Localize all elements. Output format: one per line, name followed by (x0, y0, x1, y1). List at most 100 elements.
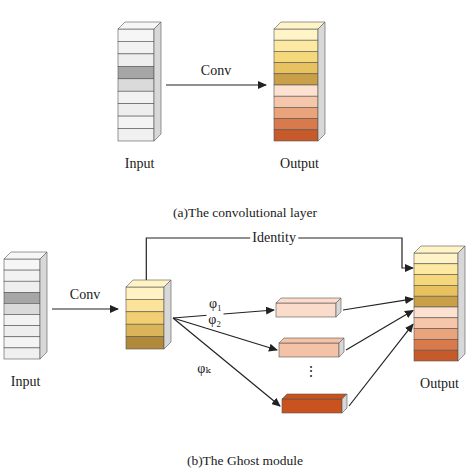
feature-slice (274, 51, 318, 62)
stack-side-face (458, 246, 465, 361)
stack-side-face (342, 394, 347, 413)
connector-arrow (52, 308, 118, 309)
feature-slice (126, 324, 164, 336)
stack-label: Input (125, 156, 155, 171)
stack-top-face (276, 298, 341, 303)
feature-slice (414, 307, 458, 318)
feature-slice (4, 259, 40, 270)
stack-label: Output (420, 376, 459, 391)
label-holder: Output (374, 374, 474, 392)
operation-label: Identity (250, 230, 298, 246)
connector-arrow (173, 318, 277, 350)
stack-side-face (164, 280, 171, 349)
feature-slice (126, 287, 164, 299)
feature-slice (4, 281, 40, 292)
feature-slice (118, 129, 154, 141)
feature-slice (414, 264, 458, 275)
output-feature-stack: Output (274, 22, 325, 172)
stack-side-face (339, 338, 344, 357)
feature-slice (274, 130, 318, 141)
stack-top-face (279, 338, 344, 343)
feature-slice (126, 299, 164, 311)
stack-top-face (274, 22, 325, 29)
connector-arrow (166, 84, 266, 85)
feature-slice (414, 339, 458, 350)
feature-slice (118, 29, 154, 41)
feature-slice (274, 29, 318, 40)
feature-slice (414, 253, 458, 264)
connector-arrow (346, 310, 413, 350)
feature-slice (118, 116, 154, 128)
feature-slice (118, 79, 154, 91)
feature-slice (274, 40, 318, 51)
feature-slice (4, 326, 40, 337)
feature-stack-drawing (274, 22, 325, 141)
feature-slice (414, 318, 458, 329)
feature-slice (4, 303, 40, 314)
ghost-feature-map (279, 338, 344, 357)
feature-slice (4, 270, 40, 281)
stack-top-face (126, 280, 171, 287)
feature-slice (126, 337, 164, 349)
feature-stack-drawing (126, 280, 171, 349)
feature-slice (126, 312, 164, 324)
stack-side-face (154, 22, 161, 141)
connector-arrow (349, 324, 413, 406)
feature-slice (118, 66, 154, 78)
feature-slice (274, 85, 318, 96)
feature-slice (274, 107, 318, 118)
stack-label: Input (11, 374, 41, 389)
feature-slice (279, 343, 339, 357)
feature-slice (118, 104, 154, 116)
feature-stack-drawing (4, 252, 47, 359)
feature-slice (274, 119, 318, 130)
output-feature-stack: Output (414, 246, 465, 392)
caption: (a)The convolutional layer (173, 205, 317, 221)
feature-slice (414, 275, 458, 286)
label-holder: Output (234, 154, 365, 172)
feature-slice (274, 74, 318, 85)
feature-slice (414, 296, 458, 307)
caption: (b)The Ghost module (187, 453, 303, 469)
connector-arrow (173, 318, 280, 406)
label-holder: Input (0, 372, 87, 390)
feature-slice (4, 292, 40, 303)
input-feature-stack: Input (118, 22, 161, 172)
feature-stack-drawing (276, 298, 341, 317)
feature-stack-drawing (279, 338, 344, 357)
stack-side-face (318, 22, 325, 141)
operation-label: φₖ (195, 361, 212, 377)
input-feature-stack: Input (4, 252, 47, 390)
feature-slice (4, 337, 40, 348)
operation-label: φ₂ (206, 312, 223, 328)
stack-side-face (336, 298, 341, 317)
stack-top-face (414, 246, 465, 253)
ghost-feature-map (276, 298, 341, 317)
feature-slice (282, 399, 342, 413)
operation-label: Conv (199, 63, 233, 79)
intrinsic-feature-stack (126, 280, 171, 349)
feature-slice (118, 41, 154, 53)
stack-top-face (282, 394, 347, 399)
ghost-feature-map (282, 394, 347, 413)
stack-side-face (40, 252, 47, 359)
feature-slice (414, 350, 458, 361)
stack-label: Output (280, 156, 319, 171)
feature-slice (276, 303, 336, 317)
feature-slice (118, 54, 154, 66)
ellipsis-mark: ⋮ (304, 364, 318, 380)
feature-slice (414, 329, 458, 340)
connector-arrow (343, 299, 413, 310)
label-holder: Input (78, 154, 201, 172)
feature-slice (274, 96, 318, 107)
feature-slice (118, 91, 154, 103)
feature-slice (414, 285, 458, 296)
feature-slice (4, 315, 40, 326)
feature-slice (4, 348, 40, 359)
stack-top-face (118, 22, 161, 29)
feature-stack-drawing (282, 394, 347, 413)
stack-top-face (4, 252, 47, 259)
feature-stack-drawing (414, 246, 465, 361)
